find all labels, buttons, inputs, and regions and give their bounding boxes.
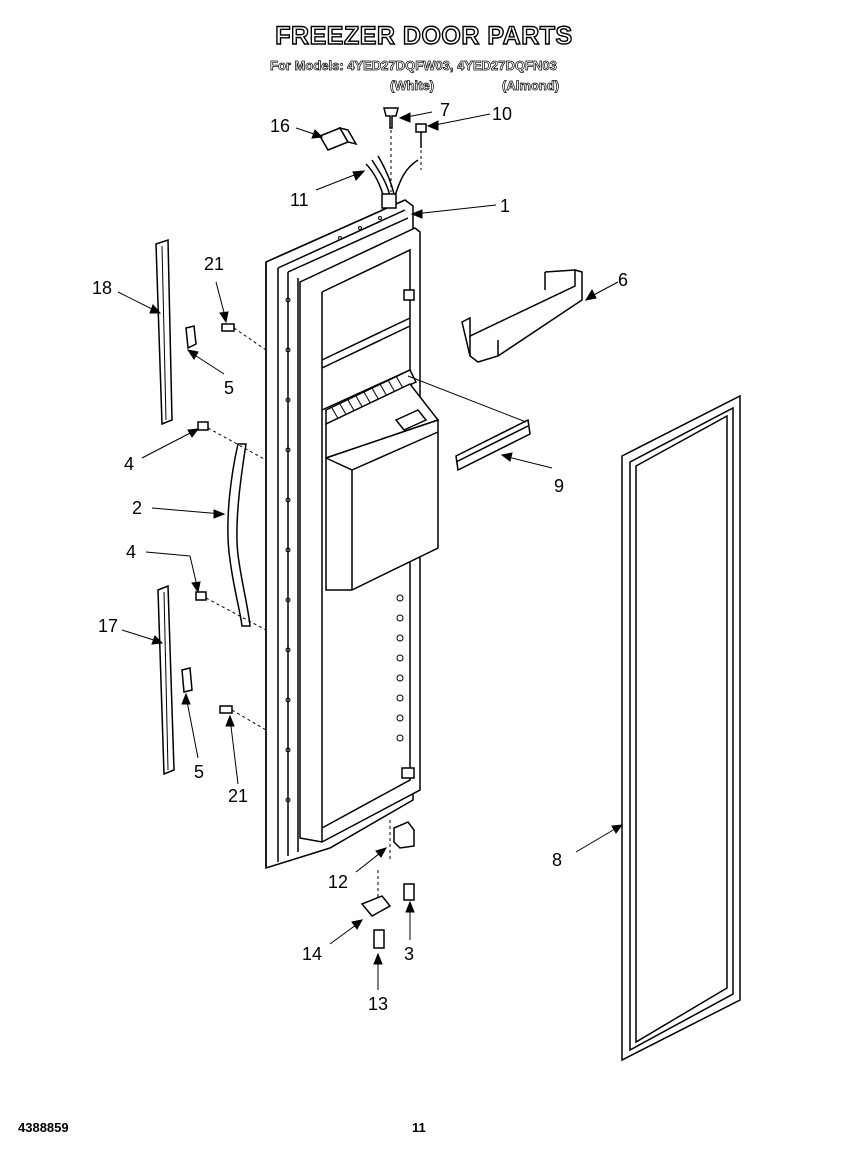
door-shelf [461, 269, 583, 363]
page-title: FREEZER DOOR PARTS [275, 21, 573, 50]
callout-6: 6 [618, 270, 628, 290]
variant-almond: (Almond) [502, 78, 560, 94]
callout-11: 11 [290, 190, 309, 210]
callout-10: 10 [492, 104, 512, 124]
screw-21-lower [219, 705, 267, 731]
model-numbers: For Models: 4YED27DQFW03, 4YED27DQFN03 [270, 58, 558, 74]
callout-4-lower: 4 [126, 542, 136, 562]
callout-1: 1 [500, 196, 510, 216]
screw-4-upper [197, 421, 267, 461]
door-gasket [621, 394, 741, 1062]
callout-21-upper: 21 [204, 254, 224, 274]
page-number: 11 [412, 1120, 426, 1135]
wire-harness [365, 155, 419, 209]
freezer-door-panel [265, 199, 440, 870]
callout-labels: 1 2 3 4 4 5 5 6 7 8 9 10 11 12 13 14 16 … [92, 100, 628, 1014]
callout-9: 9 [554, 476, 564, 496]
bottom-hinge-12 [389, 820, 415, 860]
callout-14: 14 [302, 944, 322, 964]
callout-2: 2 [132, 498, 142, 518]
screw-13 [373, 929, 385, 949]
callout-7: 7 [440, 100, 450, 120]
callout-12: 12 [328, 872, 348, 892]
cam-14 [360, 870, 392, 917]
screw-10 [415, 123, 427, 170]
document-number: 4388859 [18, 1120, 69, 1135]
side-trim-upper [155, 238, 173, 426]
screw-3 [403, 883, 415, 901]
callout-4-upper: 4 [124, 454, 134, 474]
callout-5-upper: 5 [224, 378, 234, 398]
variant-white: (White) [390, 78, 435, 94]
callout-8: 8 [552, 850, 562, 870]
screw-21-upper [221, 323, 267, 351]
plug-button-7 [383, 107, 399, 192]
dispenser-grille [325, 369, 418, 426]
wire-connector [318, 126, 358, 151]
door-screw-holes [285, 216, 404, 803]
dispenser-housing [325, 383, 440, 591]
callout-17: 17 [98, 616, 118, 636]
leader-lines [117, 111, 624, 990]
side-trim-lower [157, 584, 175, 776]
hinge-clip-lower [181, 667, 193, 693]
hinge-clip-upper [185, 325, 197, 350]
screw-4-lower [195, 591, 267, 631]
callout-18: 18 [92, 278, 112, 298]
callout-5-lower: 5 [194, 762, 204, 782]
callout-13: 13 [368, 994, 388, 1014]
callout-3: 3 [404, 944, 414, 964]
door-handle [227, 443, 251, 627]
shelf-trim [407, 375, 531, 472]
callout-21-lower: 21 [228, 786, 248, 806]
callout-16: 16 [270, 116, 290, 136]
